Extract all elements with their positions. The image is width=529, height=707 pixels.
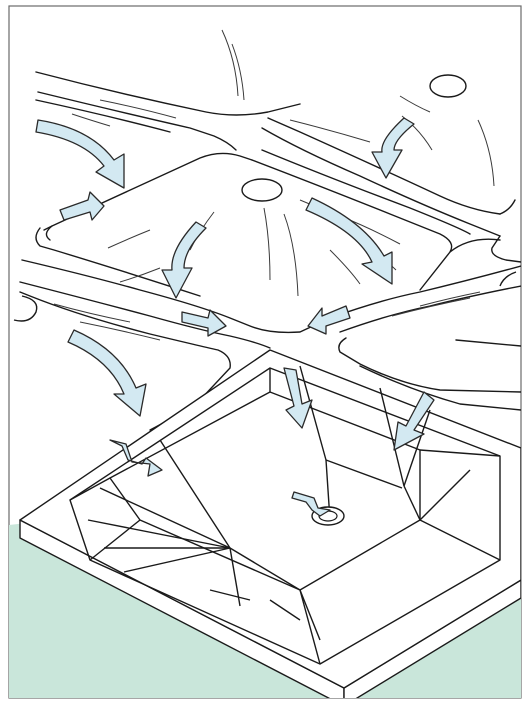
road-edge [19,281,271,349]
facet-line [403,485,421,521]
lot-edge [455,339,521,347]
curved-arrow-icon [161,221,207,299]
facet-line [299,589,321,641]
facet-line [87,519,231,549]
drain-icon [13,295,38,322]
central-lot-outline [251,159,453,291]
block-arrow-icon [307,305,351,335]
facet-line [379,387,405,487]
curved-arrow-icon [35,119,125,189]
central-lot-outline [449,238,501,253]
upper-terrain [19,71,521,431]
lot-edge [338,337,521,393]
curved-arrow-icon [371,117,415,179]
road-edge [329,265,521,319]
lot-edge [491,235,521,263]
curved-arrow-icon [305,197,393,285]
drain-icon [241,178,283,202]
facet-line [99,487,231,549]
facet-line [325,459,403,489]
block-arrow-icon [109,439,163,477]
lot-edge [267,117,501,215]
flow-arrows [35,117,435,517]
facet-line [123,547,231,573]
lot-edge [19,291,231,401]
road-edge [35,99,171,133]
central-lot-outline [43,225,53,231]
facet-line [419,449,501,457]
block-arrow-icon [291,491,331,517]
curved-arrow-icon [67,329,147,417]
lot-edge [499,199,516,215]
drain-icon [429,74,467,98]
road-edge [339,285,521,333]
road-edge [21,259,331,334]
curved-arrow-icon [393,391,435,451]
facet-line [229,547,301,591]
block-arrow-icon [59,191,105,221]
facet-line [299,589,321,665]
facet-line [419,469,471,521]
central-lot-outline [45,152,253,241]
facet-line [229,547,241,607]
lot-edge [359,365,521,411]
facet-line [209,589,251,601]
lot-edge [261,127,501,237]
road-edge [37,91,237,151]
slope-lines [43,29,495,341]
facet-line [403,409,431,487]
central-lot-outline [261,149,471,235]
facet-line [419,519,501,561]
curved-arrow-icon [283,367,313,429]
facet-line [159,439,231,549]
facet-line [89,519,141,561]
facet-line [69,477,111,501]
facet-line [269,599,301,621]
central-lot-outline [35,227,201,297]
block-arrow-icon [181,309,227,337]
road-edge [35,71,301,116]
drain-icon [499,271,517,287]
